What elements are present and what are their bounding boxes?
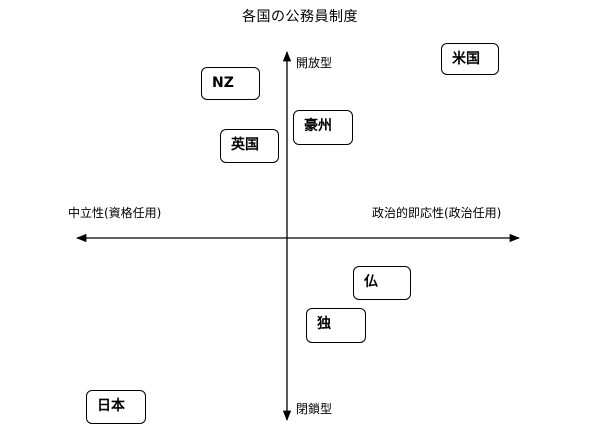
axis-label-political-responsiveness: 政治的即応性(政治任用) [372,206,502,220]
axis-label-closed: 閉鎖型 [296,402,333,416]
axis-label-neutrality: 中立性(資格任用) [68,206,162,220]
country-box-australia: 豪州 [293,110,353,145]
axis-label-open: 開放型 [296,56,333,70]
country-box-france: 仏 [353,266,411,300]
country-box-usa: 米国 [441,43,499,75]
diagram-title: 各国の公務員制度 [242,9,358,25]
country-box-uk: 英国 [220,129,279,163]
country-box-germany: 独 [306,308,366,343]
country-box-nz: NZ [201,67,260,100]
country-box-japan: 日本 [86,390,146,424]
